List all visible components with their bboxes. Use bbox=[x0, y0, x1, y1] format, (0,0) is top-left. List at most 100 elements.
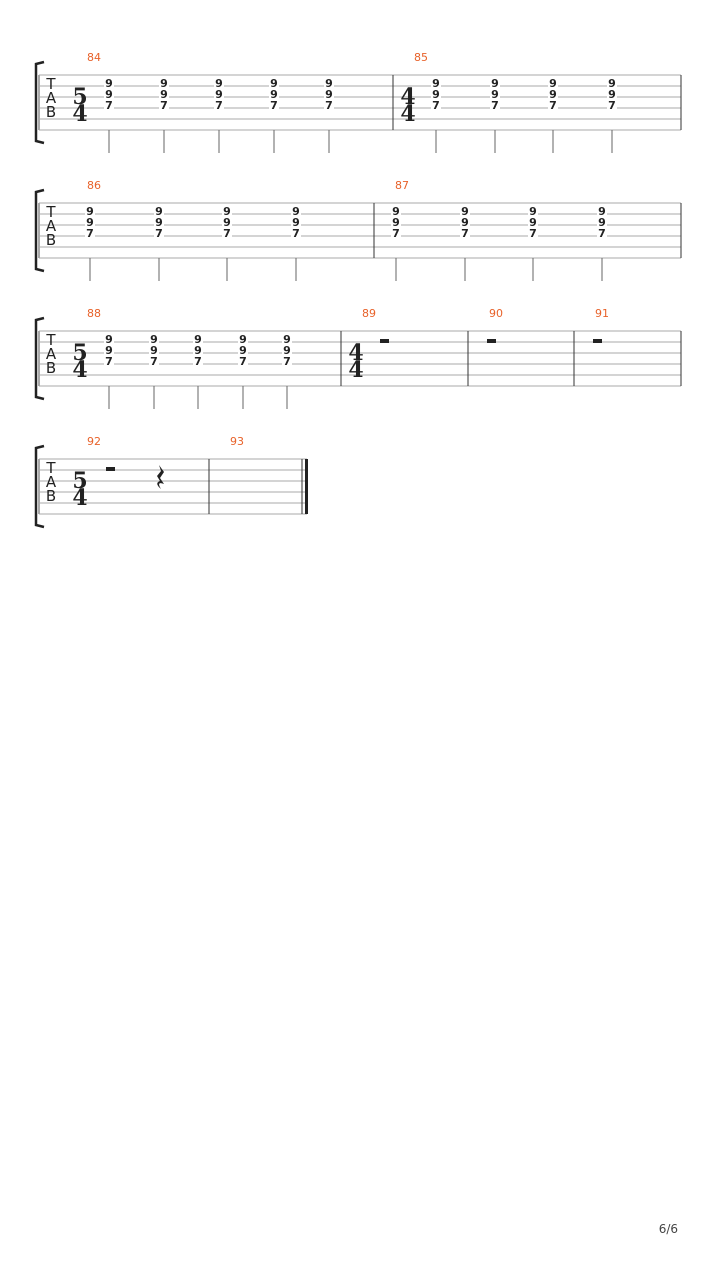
fret-backdrop bbox=[324, 100, 334, 110]
measure-number: 92 bbox=[87, 435, 101, 448]
fret-number: 9 bbox=[283, 333, 291, 346]
fret-backdrop bbox=[391, 217, 401, 227]
fret-number: 9 bbox=[270, 88, 278, 101]
fret-number: 9 bbox=[491, 88, 499, 101]
fret-backdrop bbox=[391, 228, 401, 238]
fret-backdrop bbox=[193, 345, 203, 355]
fret-backdrop bbox=[528, 217, 538, 227]
quarter-rest bbox=[157, 465, 164, 489]
fret-number: 7 bbox=[529, 227, 537, 240]
fret-number: 7 bbox=[160, 99, 168, 112]
fret-backdrop bbox=[324, 78, 334, 88]
fret-backdrop bbox=[214, 78, 224, 88]
fret-backdrop bbox=[193, 334, 203, 344]
tab-clef-letter: B bbox=[46, 231, 56, 249]
measure-number: 93 bbox=[230, 435, 244, 448]
fret-number: 9 bbox=[529, 205, 537, 218]
fret-number: 9 bbox=[223, 205, 231, 218]
fret-backdrop bbox=[528, 206, 538, 216]
fret-number: 7 bbox=[608, 99, 616, 112]
fret-backdrop bbox=[159, 89, 169, 99]
page-number: 6/6 bbox=[658, 1222, 678, 1236]
fret-number: 9 bbox=[392, 205, 400, 218]
fret-number: 7 bbox=[598, 227, 606, 240]
fret-backdrop bbox=[159, 78, 169, 88]
fret-backdrop bbox=[490, 78, 500, 88]
fret-number: 7 bbox=[491, 99, 499, 112]
tab-clef-letter: B bbox=[46, 359, 56, 377]
fret-number: 9 bbox=[105, 77, 113, 90]
fret-backdrop bbox=[597, 217, 607, 227]
fret-backdrop bbox=[607, 100, 617, 110]
fret-backdrop bbox=[269, 78, 279, 88]
whole-rest bbox=[593, 339, 602, 343]
fret-number: 9 bbox=[215, 77, 223, 90]
measure-number: 87 bbox=[395, 179, 409, 192]
fret-number: 9 bbox=[292, 216, 300, 229]
fret-backdrop bbox=[291, 206, 301, 216]
fret-number: 7 bbox=[270, 99, 278, 112]
fret-number: 7 bbox=[223, 227, 231, 240]
fret-number: 9 bbox=[86, 216, 94, 229]
fret-number: 9 bbox=[150, 344, 158, 357]
fret-backdrop bbox=[282, 334, 292, 344]
fret-backdrop bbox=[291, 217, 301, 227]
fret-number: 7 bbox=[432, 99, 440, 112]
tab-clef-letter: T bbox=[45, 203, 56, 221]
tab-clef-letter: A bbox=[46, 473, 57, 491]
fret-number: 9 bbox=[155, 216, 163, 229]
time-signature-top: 5 bbox=[72, 340, 87, 366]
fret-backdrop bbox=[214, 100, 224, 110]
fret-number: 9 bbox=[461, 205, 469, 218]
tab-clef-letter: T bbox=[45, 459, 56, 477]
time-signature-top: 4 bbox=[348, 340, 363, 366]
fret-backdrop bbox=[460, 217, 470, 227]
time-signature-bottom: 4 bbox=[72, 357, 87, 383]
measure-number: 91 bbox=[595, 307, 609, 320]
whole-rest bbox=[380, 339, 389, 343]
fret-backdrop bbox=[607, 89, 617, 99]
fret-number: 9 bbox=[239, 344, 247, 357]
system-bracket bbox=[34, 444, 45, 529]
fret-number: 7 bbox=[239, 355, 247, 368]
fret-number: 9 bbox=[160, 88, 168, 101]
time-signature-bottom: 4 bbox=[400, 101, 415, 127]
time-signature-bottom: 4 bbox=[348, 357, 363, 383]
fret-backdrop bbox=[597, 228, 607, 238]
fret-backdrop bbox=[222, 228, 232, 238]
time-signature-top: 4 bbox=[400, 84, 415, 110]
measure-number: 84 bbox=[87, 51, 101, 64]
measure-number: 85 bbox=[414, 51, 428, 64]
fret-number: 9 bbox=[598, 205, 606, 218]
fret-number: 7 bbox=[461, 227, 469, 240]
final-barline-thick bbox=[305, 459, 308, 514]
fret-backdrop bbox=[104, 78, 114, 88]
fret-number: 9 bbox=[461, 216, 469, 229]
fret-backdrop bbox=[238, 356, 248, 366]
system-bracket bbox=[34, 60, 45, 145]
fret-backdrop bbox=[490, 100, 500, 110]
measure-number: 86 bbox=[87, 179, 101, 192]
fret-number: 7 bbox=[283, 355, 291, 368]
fret-backdrop bbox=[104, 334, 114, 344]
fret-backdrop bbox=[282, 345, 292, 355]
fret-backdrop bbox=[222, 206, 232, 216]
fret-backdrop bbox=[391, 206, 401, 216]
fret-backdrop bbox=[222, 217, 232, 227]
fret-backdrop bbox=[214, 89, 224, 99]
fret-backdrop bbox=[269, 100, 279, 110]
measure-number: 90 bbox=[489, 307, 503, 320]
fret-backdrop bbox=[597, 206, 607, 216]
fret-backdrop bbox=[149, 356, 159, 366]
fret-number: 9 bbox=[608, 88, 616, 101]
fret-backdrop bbox=[431, 100, 441, 110]
fret-number: 9 bbox=[325, 88, 333, 101]
fret-backdrop bbox=[104, 89, 114, 99]
tab-clef-letter: T bbox=[45, 331, 56, 349]
fret-number: 9 bbox=[549, 77, 557, 90]
system-bracket bbox=[34, 188, 45, 273]
fret-number: 9 bbox=[155, 205, 163, 218]
fret-backdrop bbox=[85, 228, 95, 238]
whole-rest bbox=[487, 339, 496, 343]
